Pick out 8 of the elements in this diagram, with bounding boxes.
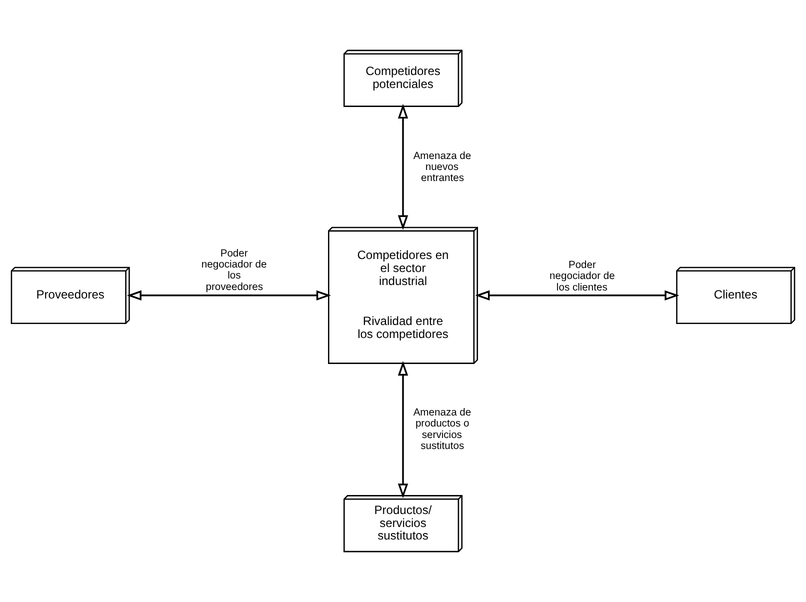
edge-label: Poder negociador de los proveedores (201, 248, 267, 293)
arrow (126, 290, 332, 301)
arrow (398, 361, 408, 498)
edge-label: Poder negociador de los clientes (550, 260, 615, 294)
edge-label: Amenaza de productos o servicios sustitutos (413, 407, 472, 452)
arrow (398, 104, 408, 230)
edge-label: Amenaza de nuevos entrantes (413, 150, 472, 184)
arrow (475, 290, 680, 301)
